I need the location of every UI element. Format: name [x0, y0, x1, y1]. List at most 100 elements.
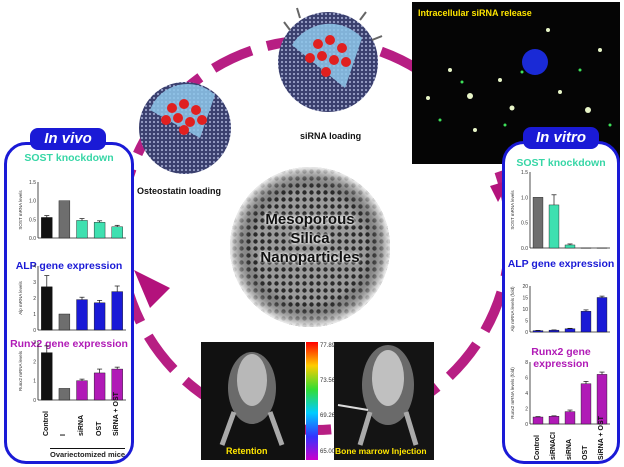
bar	[76, 380, 88, 401]
scale-tick-1: 77.89	[320, 343, 336, 349]
x-category-label: I	[60, 434, 68, 436]
y-tick-label: 1.5	[521, 170, 528, 176]
bar	[58, 200, 71, 239]
center-title-line-1: Mesoporous	[265, 211, 355, 228]
in-vitro-chart-title-1: SOST knockdown	[516, 157, 606, 169]
x-category-label: siRNACI	[550, 431, 557, 460]
bar	[564, 244, 576, 249]
y-tick-label: 1.0	[29, 199, 36, 205]
in-vitro-chart-title-2: ALP gene expression	[507, 258, 615, 270]
y-tick-label: 3	[33, 280, 36, 286]
bar	[596, 297, 608, 333]
x-category-label: Control	[534, 435, 541, 460]
y-tick-label: 0.5	[521, 221, 528, 227]
cycle-arrowhead-left	[134, 270, 170, 308]
bar	[111, 226, 123, 239]
scale-tick-3: 69.26	[320, 413, 336, 419]
bar	[548, 416, 560, 425]
bar	[41, 352, 53, 401]
y-axis-label: Alp mRNA levels	[18, 280, 23, 314]
xray-injection-label: Bone marrow Injection	[335, 446, 427, 456]
y-tick-label: 2	[33, 296, 36, 302]
osteostatin-caption: Osteostatin loading	[137, 186, 222, 196]
scale-tick-2: 73.56	[320, 378, 336, 384]
center-title-line-3: Nanoparticles	[260, 249, 360, 266]
bar	[111, 291, 123, 331]
x-category-label: SiRNA + OST	[598, 416, 605, 460]
bar	[76, 220, 88, 239]
y-tick-label: 4	[525, 391, 528, 397]
y-tick-label: 8	[525, 360, 528, 366]
y-tick-label: 3	[33, 340, 36, 346]
y-tick-label: 6	[525, 376, 528, 382]
bar	[548, 329, 560, 333]
y-tick-label: 0.5	[29, 217, 36, 223]
y-tick-label: 4	[33, 264, 36, 270]
bar	[58, 388, 71, 401]
in-vivo-chart-title-2: ALP gene expression	[15, 260, 123, 272]
color-scale-bar	[306, 342, 318, 460]
x-category-label: OST	[95, 421, 103, 436]
in-vitro-header: In vitro	[523, 127, 599, 149]
bar	[532, 197, 544, 249]
scale-tick-4: 65.00	[320, 449, 336, 455]
bar	[564, 328, 576, 333]
bar	[93, 302, 106, 331]
y-tick-label: 5	[525, 319, 528, 325]
y-axis-label: Alp mRNA levels (fold)	[510, 286, 515, 332]
y-tick-label: 10	[522, 307, 528, 313]
x-category-label: siRNA	[566, 438, 573, 460]
x-category-label: SiRNA + OST	[113, 392, 121, 436]
bar	[58, 313, 71, 331]
fluorescence-caption: Intracellular siRNA release	[418, 8, 532, 18]
bar	[548, 204, 560, 249]
bar	[76, 299, 88, 331]
x-category-label: siRNA	[78, 414, 85, 436]
x-category-label: Control	[42, 411, 50, 436]
y-axis-label: Runx2 mRNA levels (fold)	[510, 367, 515, 419]
bar	[93, 372, 106, 401]
sirna-caption: siRNA loading	[300, 131, 362, 141]
ovariectomized-group-caption: Ovariectomized mice	[50, 448, 126, 459]
y-tick-label: 0.0	[521, 246, 528, 252]
bar	[41, 217, 53, 239]
y-tick-label: 20	[522, 284, 528, 290]
nanoparticle-osteostatin	[139, 82, 231, 174]
bar	[580, 383, 592, 425]
y-tick-label: 1.5	[29, 180, 36, 186]
center-title: Mesoporous Silica Nanoparticles	[240, 210, 380, 267]
in-vivo-chart-title-3: Runx2 gene expression	[10, 338, 128, 350]
bar	[93, 222, 106, 239]
y-tick-label: 2	[525, 407, 528, 413]
bar	[580, 311, 592, 333]
bar	[41, 286, 53, 331]
bar	[532, 330, 544, 333]
y-tick-label: 2	[33, 359, 36, 365]
y-tick-label: 1	[33, 312, 36, 318]
y-tick-label: 0	[33, 398, 36, 404]
y-tick-label: 0	[525, 422, 528, 428]
in-vitro-chart-title-3: Runx2 gene expression	[531, 346, 591, 370]
center-title-line-2: Silica	[290, 230, 330, 247]
y-tick-label: 0.0	[29, 236, 36, 242]
x-category-label: OST	[582, 445, 589, 460]
y-axis-label: SOST mRNA levels	[18, 190, 23, 230]
y-axis-label: Runx2 mRNA levels	[18, 350, 23, 391]
y-tick-label: 0	[33, 328, 36, 334]
bar	[532, 416, 544, 425]
y-tick-label: 1.0	[521, 195, 528, 201]
y-tick-label: 15	[522, 296, 528, 302]
in-vivo-header: In vivo	[30, 128, 106, 150]
y-tick-label: 1	[33, 379, 36, 385]
xray-retention-label: Retention	[226, 446, 268, 456]
in-vivo-chart-title-1: SOST knockdown	[24, 152, 114, 164]
bar	[564, 411, 576, 425]
nanoparticle-sirna	[278, 7, 383, 112]
